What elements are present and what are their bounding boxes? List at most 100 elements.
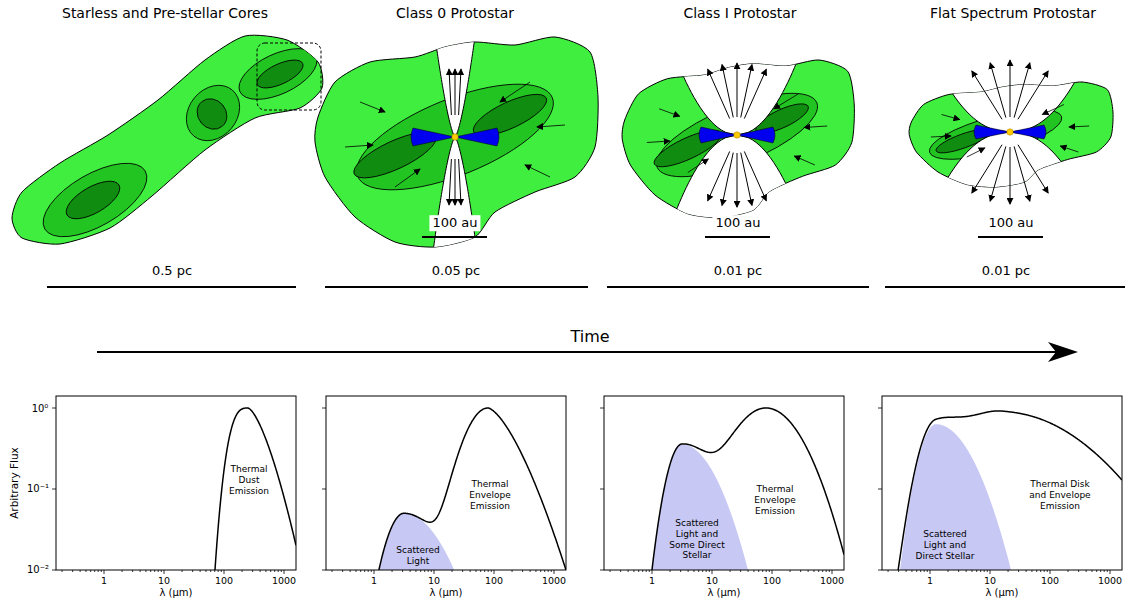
x-tick [98,570,99,572]
outflow-arrow [449,159,451,205]
y-tick [322,408,326,409]
axis-label: Arbitrary Flux [8,447,21,519]
y-tick [52,489,56,490]
outflow-arrow [744,151,766,200]
outflow-arrow [990,63,1006,118]
plot-frame [326,396,566,570]
sed-curve [604,408,844,570]
filament-illustration [12,35,325,251]
x-tick [906,570,907,572]
x-tick [94,570,95,572]
outflow-cavity [667,35,807,135]
x-tick [452,570,453,572]
infall-arrow [1069,126,1089,127]
sed-plot [322,396,566,586]
tick-label: 1000 [542,575,566,586]
disk [699,127,775,143]
x-tick [332,570,333,572]
x-tick [214,570,215,572]
x-tick [80,570,81,572]
x-tick [1036,570,1037,572]
x-tick [976,570,977,572]
x-tick [1008,570,1009,572]
x-tick [402,570,403,572]
x-tick [260,570,261,572]
x-tick [702,570,703,572]
x-tick [392,570,393,572]
scale-label: 0.01 pc [714,263,762,279]
outflow-cavity [930,132,1090,212]
protostar-illustration [315,22,598,252]
y-tick [322,570,326,571]
axis-label: λ (μm) [985,587,1018,599]
outflow-arrow [722,153,733,206]
x-tick [740,570,741,572]
outflow-arrow [449,69,451,115]
x-tick [1078,570,1079,572]
x-tick [530,570,531,572]
outflow-arrow [737,153,738,207]
x-tick [670,570,671,572]
outflow-arrow [972,71,1002,119]
x-tick [221,570,222,572]
x-tick [920,570,921,572]
x-tick [990,570,991,574]
x-tick [488,570,489,572]
x-tick [772,570,773,574]
protostar-illustration [622,35,854,235]
core-center [61,174,126,227]
x-tick [1110,570,1111,574]
x-tick [649,570,650,572]
x-tick [1044,570,1045,572]
x-tick [620,570,621,572]
x-tick [698,570,699,572]
x-tick [790,570,791,572]
y-tick [52,570,56,571]
infall-arrow [659,109,680,117]
panel-title: Class I Protostar [683,5,796,22]
x-tick [158,570,159,572]
outflow-cavity [433,137,477,252]
infall-arrow [1042,105,1064,115]
x-tick [428,570,429,572]
x-tick [730,570,731,572]
x-tick [898,570,899,572]
outflow-arrow [459,69,461,115]
x-tick [424,570,425,572]
x-tick [1100,570,1101,572]
tick-label: 100 [763,575,781,586]
sed-plot [52,396,296,586]
x-tick [829,570,830,572]
x-tick [753,570,754,572]
x-tick [535,570,536,572]
x-tick [758,570,759,572]
tick-label: 10 [428,575,440,586]
x-tick [633,570,634,572]
x-tick [680,570,681,572]
x-tick [342,570,343,572]
scale-label: 100 au [985,215,1036,231]
outflow-arrow [708,151,730,200]
scale-label: 100 au [712,215,763,231]
sed-curve [56,408,296,570]
outflow-arrow [455,69,456,115]
component-label: Thermal Dust Emission [226,464,272,496]
x-tick [911,570,912,572]
x-tick [122,570,123,572]
x-tick [712,570,713,574]
x-tick [242,570,243,572]
x-tick [284,570,285,574]
x-tick [475,570,476,572]
x-tick [491,570,492,572]
x-tick [888,570,889,572]
outflow-arrow [722,65,733,118]
x-tick [551,570,552,572]
x-tick [355,570,356,572]
x-tick [270,570,271,572]
x-tick [104,570,105,574]
x-tick [987,570,988,572]
component-label: Scattered Light and Direct Stellar [912,529,978,561]
x-tick [544,570,545,572]
component-label: Thermal Envelope Emission [460,479,520,511]
infall-arrow [647,141,670,143]
